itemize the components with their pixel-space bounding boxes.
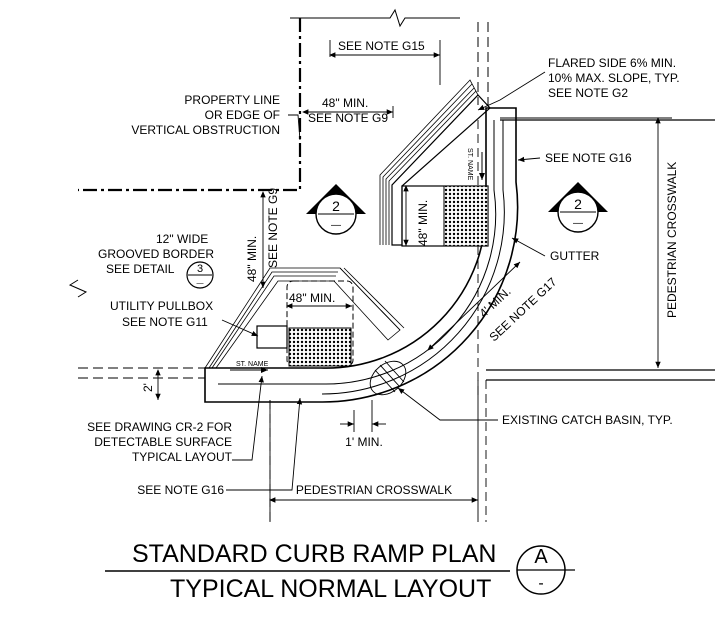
note-cr2-line3: TYPICAL LAYOUT — [132, 450, 233, 464]
section-marker-left: 2 — — [306, 184, 366, 235]
note-48-min-top: 48" MIN. — [322, 96, 368, 110]
note-g16-bottom: SEE NOTE G16 — [137, 483, 224, 497]
note-g15: SEE NOTE G15 — [338, 39, 425, 53]
note-1-min: 1' MIN. — [345, 435, 383, 449]
upper-flare-hatch — [379, 79, 491, 246]
lower-flare-hatch — [204, 267, 405, 369]
note-48-min-vertical: 48" MIN. — [245, 236, 259, 282]
annotation-notes: SEE NOTE G15 FLARED SIDE 6% MIN. 10% MAX… — [87, 39, 680, 497]
note-flared-line2: 10% MAX. SLOPE, TYP. — [548, 71, 680, 85]
detectable-surface-upper — [401, 185, 489, 247]
note-cr2-line2: DETECTABLE SURFACE — [94, 435, 232, 449]
title-line2: TYPICAL NORMAL LAYOUT — [170, 575, 491, 603]
leader-lines — [221, 71, 546, 491]
st-name-arrows — [230, 152, 485, 373]
note-48-min-ramp: 48" MIN. — [416, 200, 430, 246]
detail-bubble-number: 3 — [197, 263, 203, 275]
note-property-line1: PROPERTY LINE — [184, 93, 280, 107]
note-ped-crosswalk-right: PEDESTRIAN CROSSWALK — [665, 162, 679, 318]
note-cr2-line1: SEE DRAWING CR-2 FOR — [87, 420, 232, 434]
note-pullbox-line1: UTILITY PULLBOX — [110, 299, 213, 313]
construction-lines — [269, 120, 487, 522]
note-two-feet: 2' — [141, 383, 155, 392]
detail-bubble-3: 3 — — [186, 261, 214, 289]
title-block: STANDARD CURB RAMP PLAN TYPICAL NORMAL L… — [105, 540, 575, 603]
section-marker-right-sub: — — [573, 218, 583, 229]
note-g9-top: SEE NOTE G9 — [308, 111, 388, 125]
note-gutter: GUTTER — [550, 249, 600, 263]
section-marker-right: 2 — — [548, 182, 608, 233]
title-detail-sub: - — [538, 575, 543, 592]
section-marker-right-number: 2 — [574, 196, 582, 212]
note-catch-basin: EXISTING CATCH BASIN, TYP. — [502, 413, 673, 427]
st-name-label-upper: ST. NAME — [466, 148, 473, 181]
st-name-label-lower: ST. NAME — [236, 361, 269, 368]
utility-pullbox — [256, 325, 288, 349]
note-property-line3: VERTICAL OBSTRUCTION — [131, 123, 280, 137]
note-grooved-line1: 12" WIDE — [156, 232, 208, 246]
note-grooved-line2: GROOVED BORDER — [98, 247, 214, 261]
catch-basin — [369, 360, 407, 396]
property-line — [78, 18, 302, 192]
note-pullbox-line2: SEE NOTE G11 — [122, 315, 208, 329]
section-marker-left-sub: — — [331, 220, 341, 231]
detail-bubble-sub: — — [197, 280, 204, 287]
title-line1: STANDARD CURB RAMP PLAN — [132, 540, 496, 568]
note-ped-crosswalk-bottom: PEDESTRIAN CROSSWALK — [296, 483, 452, 497]
dimension-lines — [155, 40, 672, 522]
note-g9-vertical: SEE NOTE G9 — [266, 188, 280, 268]
ramp-body — [204, 107, 519, 403]
note-property-line2: OR EDGE OF — [205, 108, 280, 122]
title-detail-letter: A — [534, 546, 548, 568]
detectable-surface-lower — [286, 280, 354, 367]
note-48-min-lower: 48" MIN. — [289, 291, 335, 305]
note-grooved-line3: SEE DETAIL — [106, 262, 175, 276]
curb-outline-right — [486, 119, 715, 381]
note-flared-line3: SEE NOTE G2 — [548, 86, 628, 100]
break-symbols — [68, 8, 460, 298]
note-g16-top: SEE NOTE G16 — [545, 151, 632, 165]
note-flared-line1: FLARED SIDE 6% MIN. — [548, 56, 676, 70]
street-centerlines — [78, 22, 489, 379]
section-marker-left-number: 2 — [332, 198, 340, 214]
